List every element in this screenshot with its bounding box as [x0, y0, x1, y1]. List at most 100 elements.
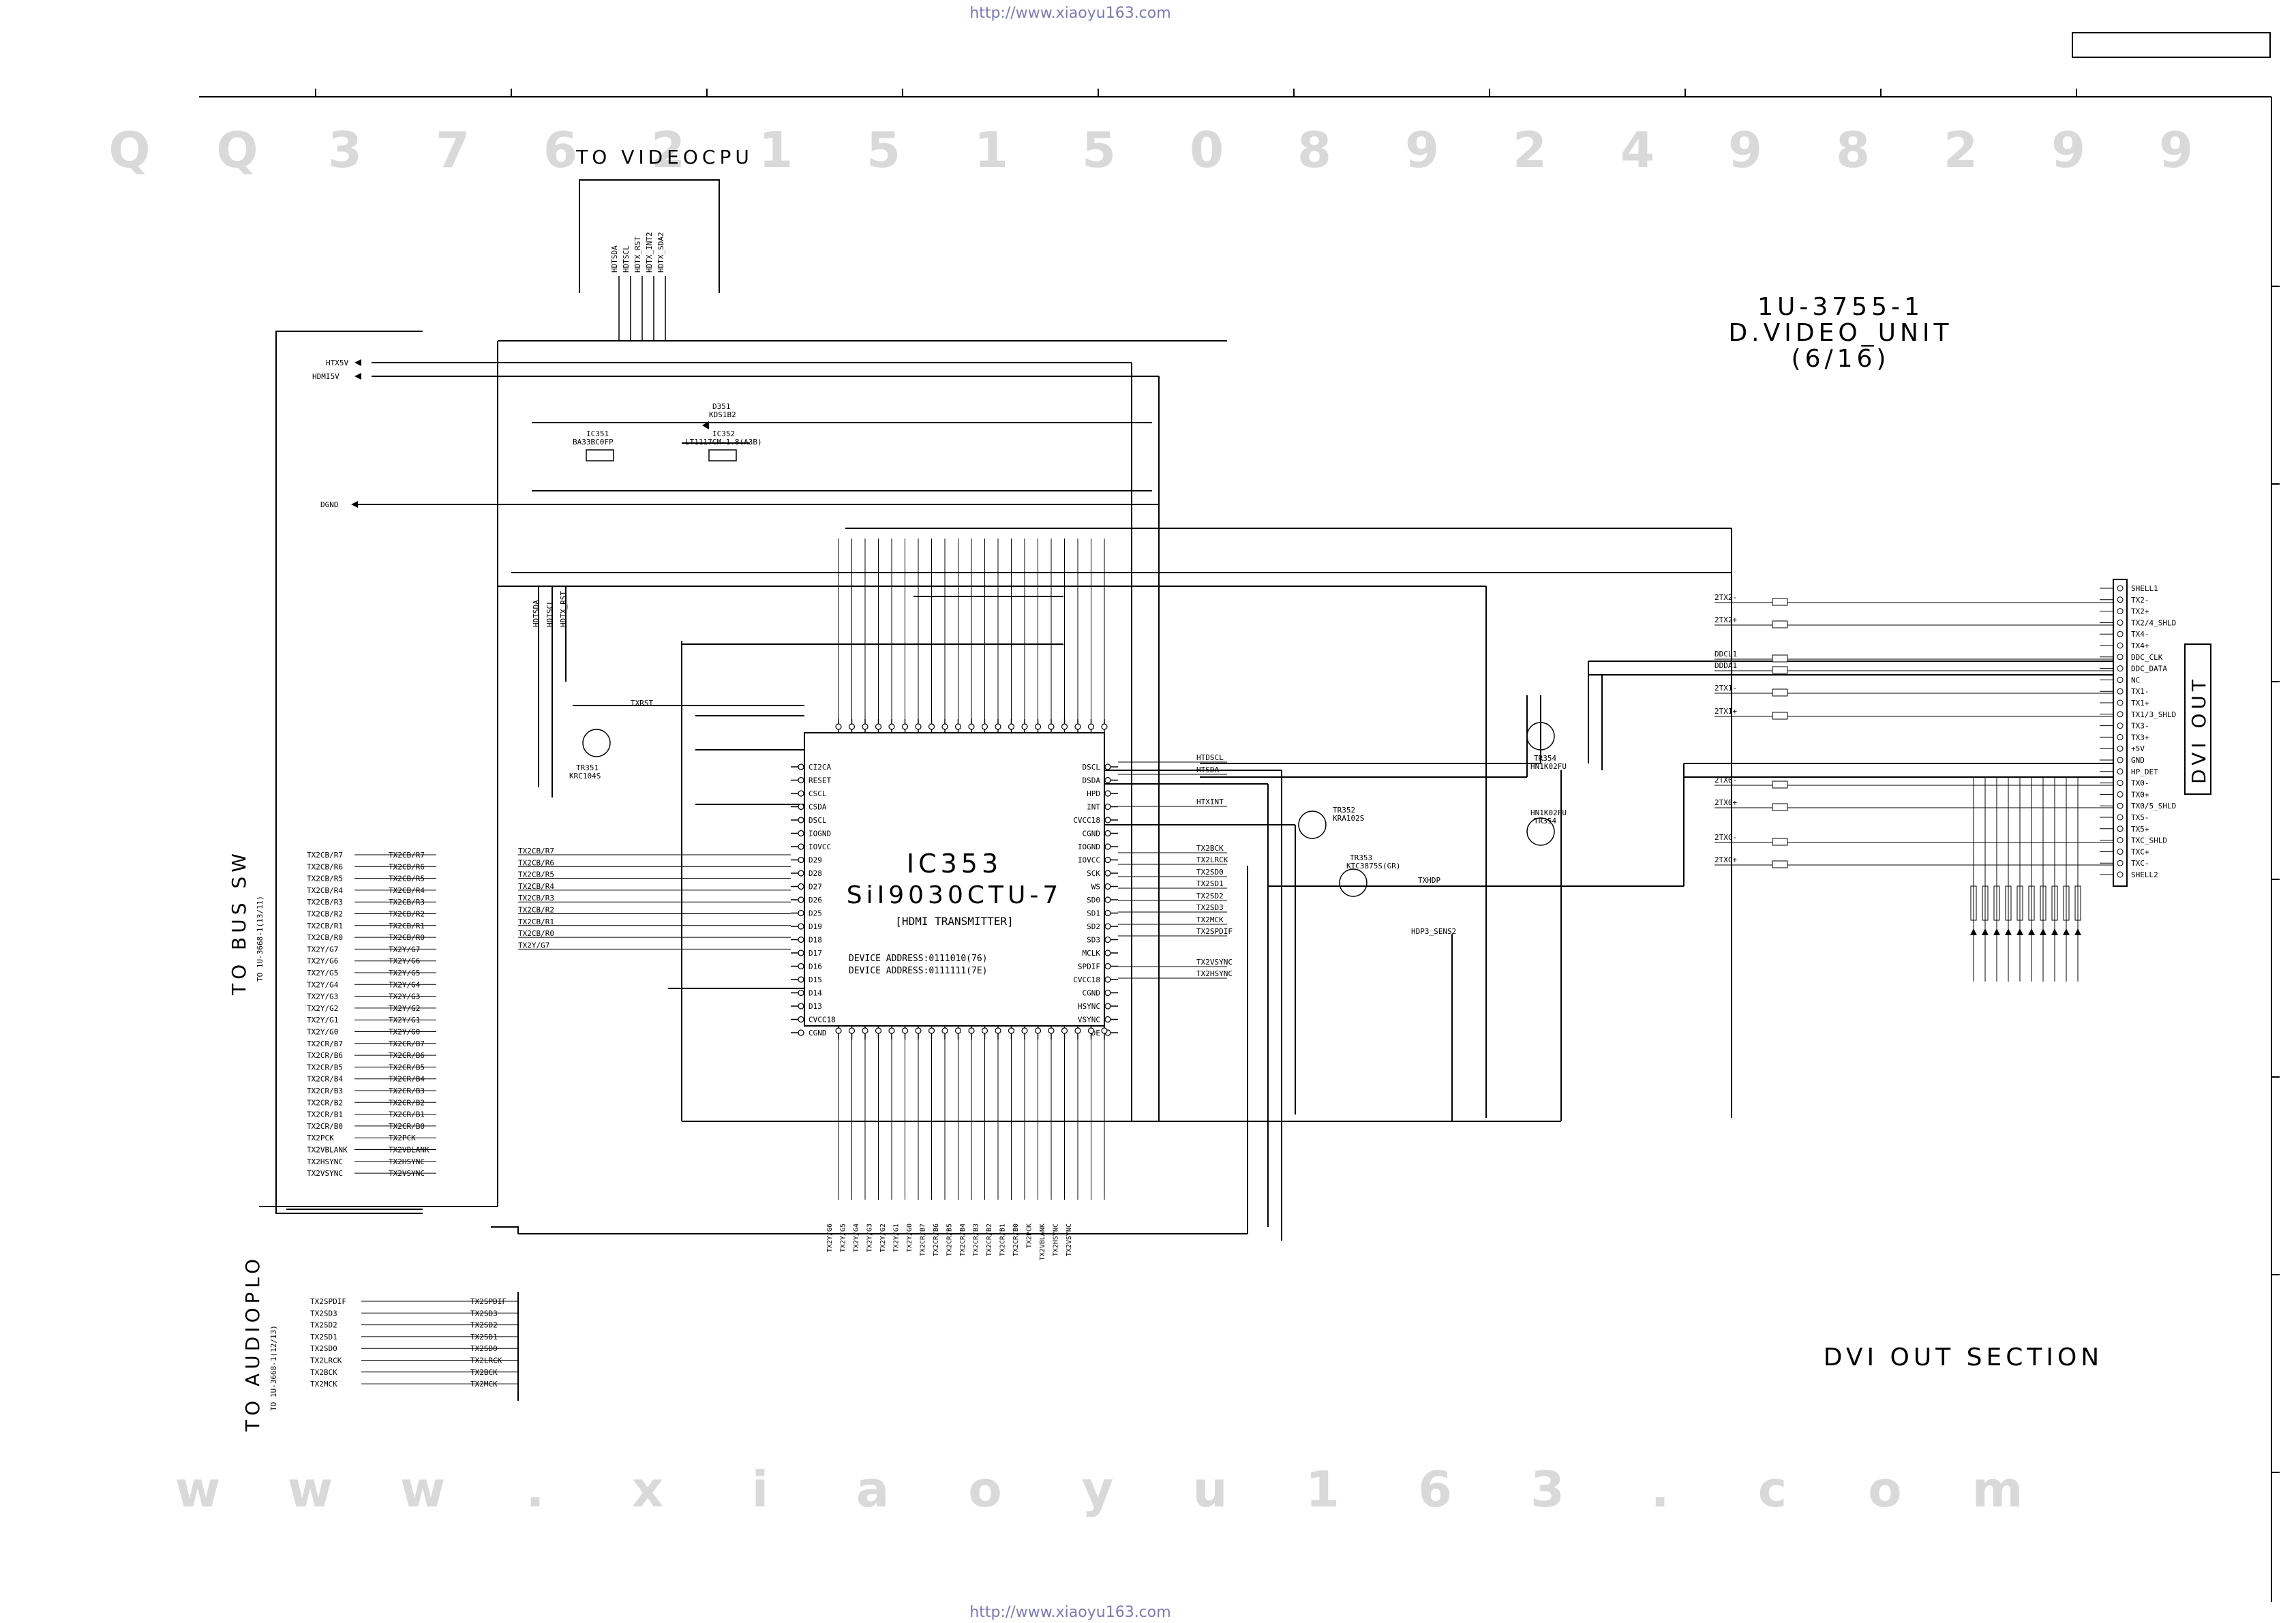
- videocpu-signal-lower: HDTSDA: [532, 600, 541, 627]
- ic-right-net: TX2SD1: [1196, 879, 1224, 888]
- bus-bottom-signal: TX2Y/G1: [893, 1224, 901, 1252]
- ic-right-net: TX2SPDIF: [1196, 927, 1233, 936]
- bus-sw-signal: TX2Y/G1: [307, 1016, 338, 1025]
- ic351-part: BA33BC0FP: [573, 438, 614, 446]
- esd-diode-array: [1970, 777, 2081, 982]
- frame: [199, 89, 2280, 1602]
- wiring: [259, 331, 2113, 1241]
- bus-bottom-signal: TX2Y/G5: [840, 1224, 847, 1252]
- ic353-left-pin: D26: [809, 896, 822, 905]
- bus-inner-signal: TX2Y/G4: [389, 980, 421, 989]
- bus-sw-signal: TX2VBLANK: [307, 1146, 348, 1155]
- bus-sw-signal: TX2HSYNC: [307, 1157, 343, 1166]
- dvi-pin: TX2-: [2131, 596, 2149, 605]
- watermark-char: 9: [2051, 121, 2085, 179]
- bus-sw-signal: TX2CR/B6: [307, 1051, 343, 1060]
- tr354-part: HN1K02FU: [1530, 762, 1567, 771]
- ic353-right-pin: SPDIF: [1078, 962, 1100, 971]
- ic353-right-pin: DSDA: [1083, 776, 1101, 785]
- ic353-right-pin: DSCL: [1083, 763, 1101, 772]
- ic353-top-pins: [835, 539, 1108, 733]
- net-htx5v: HTX5V: [326, 359, 348, 367]
- bus-inner-signal: TX2VSYNC: [389, 1169, 425, 1178]
- watermark-char: 2: [1944, 121, 1978, 179]
- ic353-ref: IC353: [907, 849, 1002, 879]
- to-bus-sw-label: TO BUS SW: [228, 849, 250, 996]
- bus-sw-signal: TX2CR/B5: [307, 1063, 343, 1072]
- watermark-char: 3: [328, 121, 362, 179]
- ic353-left-pin: D25: [809, 909, 822, 918]
- ic353-left-pin: D17: [809, 949, 822, 958]
- bus-bottom-signal: TX2Y/G6: [826, 1224, 834, 1252]
- dvi-pin: SHELL2: [2131, 870, 2158, 879]
- ic353-body: [804, 732, 1105, 1027]
- ic353-right-pin: SD3: [1087, 936, 1100, 945]
- transistor-labels: TR351 KRC104S TXRST TR352 KRA102S TR353 …: [569, 699, 1567, 936]
- transistors: [582, 722, 1555, 897]
- bus-inner-signal: TX2CB/R6: [389, 862, 425, 871]
- header-url[interactable]: http://www.xiaoyu163.com: [969, 5, 1170, 22]
- bus-sw-signal: TX2CB/R2: [307, 910, 343, 919]
- ic-right-net: TX2SD2: [1196, 892, 1224, 900]
- bus-inner-signal: TX2CR/B6: [389, 1051, 425, 1060]
- bus-bottom-signal: TX2HSYNC: [1053, 1224, 1060, 1256]
- bus-inner-labels: TX2CB/R7TX2CB/R6TX2CB/R5TX2CB/R4TX2CB/R3…: [389, 847, 1073, 1260]
- ic353-bottom-pins: [835, 1026, 1108, 1200]
- ic353-right-pins: DSCLDSDAHPDINTCVCC18CGNDIOGNDIOVCCSCKWSS…: [1073, 763, 1118, 1037]
- tmds-net: DDCL1: [1715, 650, 1737, 658]
- videocpu-label: TO VIDEOCPU: [575, 146, 753, 168]
- to-audioplo-ref: TO 1U-3668-1(12/13): [269, 1325, 278, 1411]
- bus-sw-signal: TX2Y/G0: [307, 1028, 338, 1037]
- bus-sw-signal: TX2CR/B4: [307, 1075, 343, 1084]
- footer-url[interactable]: http://www.xiaoyu163.com: [969, 1604, 1170, 1621]
- ic353-left-pin: RESET: [809, 776, 831, 785]
- watermark-char: 1: [1305, 1461, 1340, 1518]
- dvi-pin: TX0+: [2131, 790, 2149, 799]
- bus-ic-signal: TX2CB/R2: [518, 906, 554, 915]
- ic353-left-pin: D16: [809, 962, 822, 971]
- dvi-pin: NC: [2131, 676, 2140, 684]
- bus-ic-signal: TX2CB/R5: [518, 870, 554, 879]
- tr351-part: KRC104S: [569, 772, 601, 780]
- videocpu-signal: HDTSCL: [622, 245, 631, 273]
- section-title: DVI OUT SECTION: [1824, 1344, 2104, 1371]
- bus-inner-signal: TX2Y/G6: [389, 957, 420, 966]
- bus-sw-signal: TX2CB/R5: [307, 875, 343, 883]
- bus-bottom-signal: TX2CR/B2: [986, 1224, 993, 1256]
- net-dgnd: DGND: [320, 500, 339, 509]
- ic353-desc: [HDMI TRANSMITTER]: [895, 915, 1013, 928]
- bus-bottom-signal: TX2CR/B6: [933, 1224, 940, 1256]
- bus-inner-signal: TX2VBLANK: [389, 1146, 429, 1155]
- dvi-pin: TX2+: [2131, 607, 2149, 616]
- ic353-left-pin: DSCL: [809, 816, 827, 825]
- bus-bottom-signal: TX2CR/B5: [946, 1224, 954, 1256]
- ic353-right-pin: SD2: [1087, 922, 1100, 931]
- bus-inner-signal: TX2CR/B7: [389, 1040, 425, 1048]
- dvi-pin: TXC+: [2131, 847, 2149, 856]
- bus-sw-signal: TX2Y/G2: [307, 1004, 338, 1013]
- dvi-pin: DDC_DATA: [2131, 665, 2167, 673]
- tr354b-part: HN1K02FU: [1530, 808, 1567, 817]
- dvi-pin: TX1+: [2131, 699, 2149, 708]
- ic353-right-pin: CVCC18: [1073, 816, 1100, 825]
- watermark-char: a: [856, 1461, 890, 1518]
- bus-inner-signal: TX2Y/G7: [389, 945, 420, 954]
- dvi-pin: DDC_CLK: [2131, 653, 2163, 662]
- dvi-pin: TX0-: [2131, 779, 2149, 788]
- bus-inner-signal: TX2Y/G5: [389, 969, 420, 977]
- bus-inner-signal: TX2Y/G2: [389, 1004, 420, 1013]
- audio-signal: TX2BCK: [310, 1368, 337, 1377]
- bus-ic-signal: TX2CB/R7: [518, 847, 554, 855]
- bus-inner-signal: TX2HSYNC: [389, 1157, 425, 1166]
- ic353[interactable]: IC353 SiI9030CTU-7 [HDMI TRANSMITTER] DE…: [791, 539, 1118, 1200]
- videocpu-signal: HDTX_INT2: [645, 232, 654, 273]
- watermark-char: 1: [759, 121, 793, 179]
- ic351-ref: IC351: [586, 429, 609, 438]
- watermark-char: 6: [543, 121, 577, 179]
- dvi-connector[interactable]: SHELL1TX2-TX2+TX2/4_SHLDTX4-TX4+DDC_CLKD…: [2100, 579, 2211, 887]
- videocpu-signal: HDTX_SDA2: [656, 232, 665, 273]
- audio-signal: TX2SD2: [310, 1321, 337, 1330]
- ic353-right-pin: CVCC18: [1073, 975, 1100, 984]
- ic352-part: LT1117CM-1.8(A3B): [685, 438, 762, 446]
